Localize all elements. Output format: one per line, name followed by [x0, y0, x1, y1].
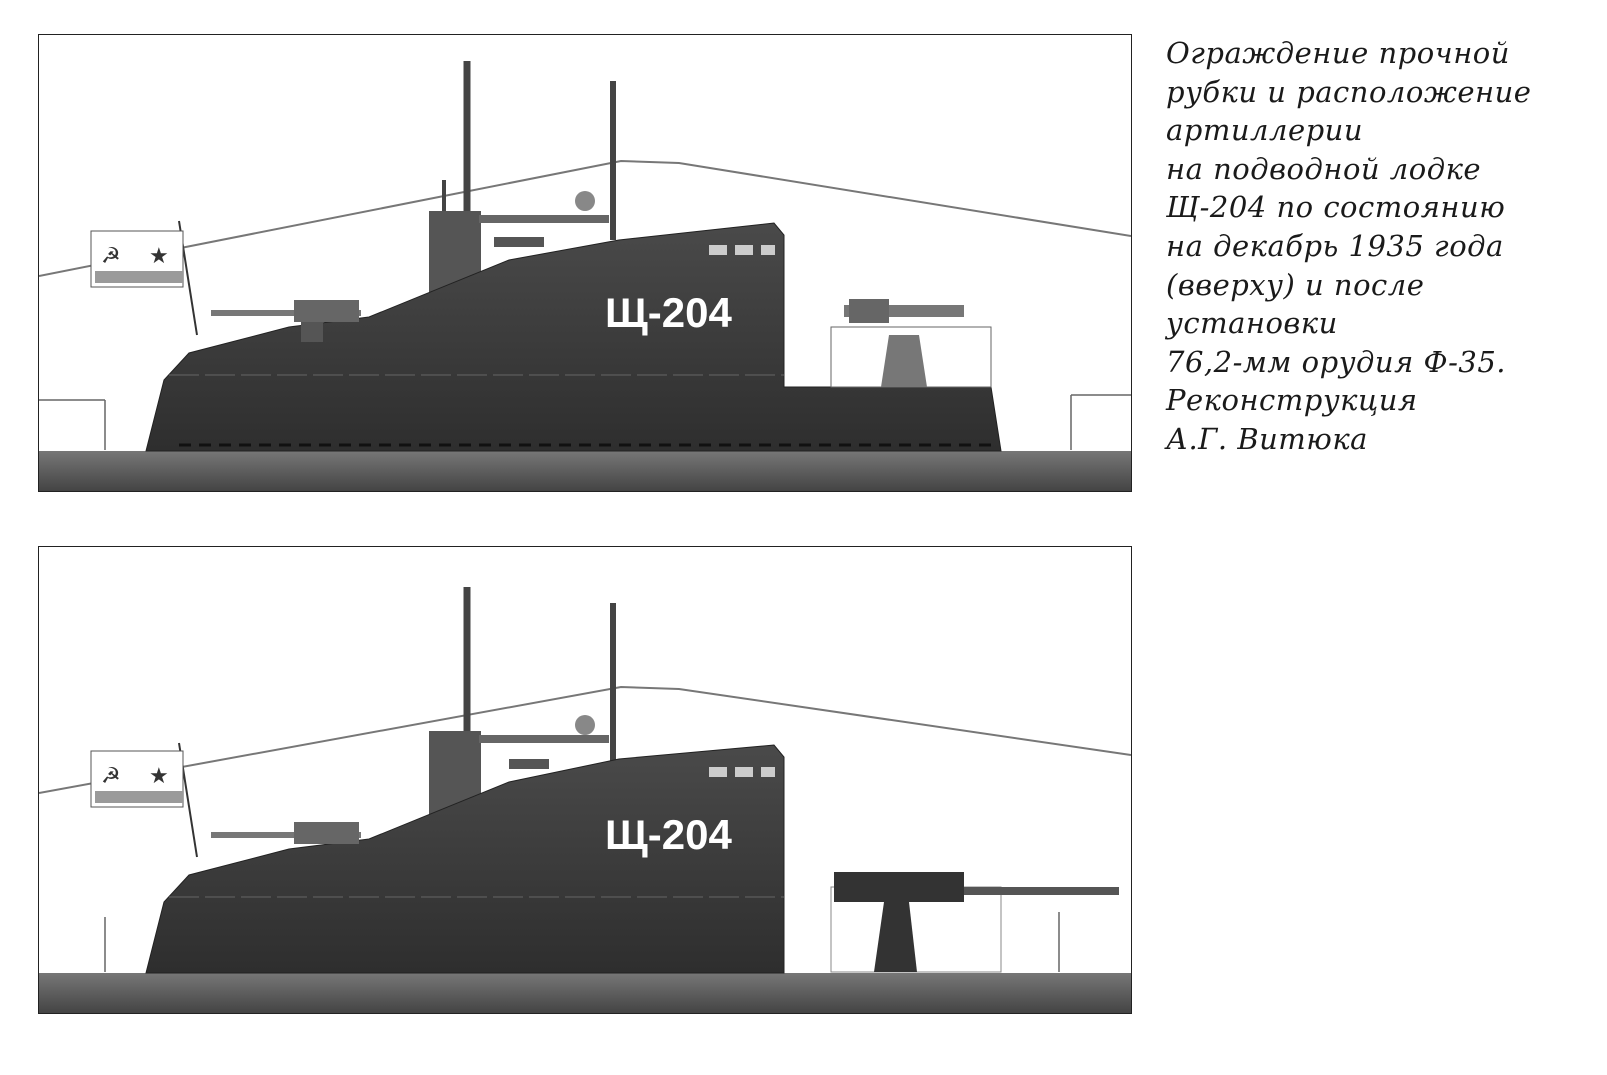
caption-line: артиллерии	[1166, 113, 1364, 148]
caption-line: 76,2-мм орудия Ф-35.	[1166, 344, 1506, 379]
window	[709, 767, 727, 777]
svg-text:☭: ☭	[101, 764, 121, 789]
caption-line: установки	[1166, 306, 1338, 341]
naval-flag: ☭ ★	[90, 750, 184, 808]
caption-line: Ограждение прочной	[1166, 36, 1510, 70]
caption-line: на декабрь 1935 года	[1166, 228, 1504, 263]
illustration-f35: ☭ ★ Щ-204	[38, 546, 1132, 1014]
antenna-wire	[39, 159, 1131, 277]
caption-line: А.Г. Витюка	[1166, 421, 1368, 456]
svg-text:★: ★	[149, 244, 169, 269]
svg-text:☭: ☭	[101, 244, 121, 269]
caption-line: Щ-204 по состоянию	[1166, 190, 1506, 225]
machine-gun	[494, 237, 544, 247]
deck-gun-aft	[830, 299, 992, 388]
lamp	[575, 715, 595, 735]
submarine-drawing-f35: ☭ ★ Щ-204	[39, 587, 1131, 1013]
hull-number: Щ-204	[605, 811, 733, 858]
window	[761, 767, 775, 777]
svg-text:★: ★	[149, 764, 169, 789]
caption-line: рубки и расположение	[1166, 74, 1532, 109]
rail	[479, 735, 609, 743]
caption-line: (вверху) и после	[1166, 267, 1425, 302]
rail	[479, 215, 609, 223]
illustration-1935: ☭ ★ Щ-204	[38, 34, 1132, 492]
conning-tower-fairing	[145, 222, 1002, 452]
figure-caption: Ограждение прочной рубки и расположение …	[1166, 34, 1586, 459]
deck-gun-forward	[211, 822, 361, 844]
deck-gun-forward	[211, 300, 361, 342]
gun-f35	[830, 872, 1119, 973]
hull-number: Щ-204	[605, 289, 733, 336]
window	[735, 245, 753, 255]
antenna-wire	[39, 685, 1131, 794]
conning-tower-fairing	[145, 744, 785, 974]
window	[761, 245, 775, 255]
window	[735, 767, 753, 777]
sea	[39, 973, 1131, 1013]
sea	[39, 451, 1131, 491]
machine-gun	[509, 759, 549, 769]
caption-line: на подводной лодке	[1166, 151, 1482, 186]
naval-flag: ☭ ★	[90, 230, 184, 288]
window	[709, 245, 727, 255]
submarine-drawing-1935: ☭ ★ Щ-204	[39, 61, 1131, 491]
lamp	[575, 191, 595, 211]
caption-line: Реконструкция	[1166, 383, 1418, 418]
